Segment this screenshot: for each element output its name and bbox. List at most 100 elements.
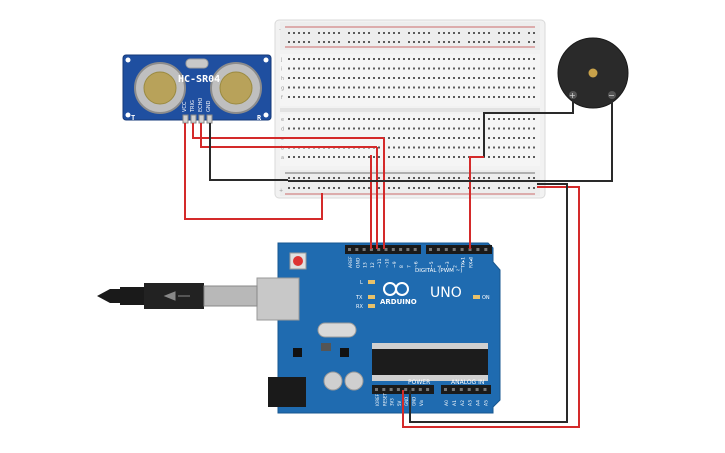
header-pin[interactable] — [468, 248, 472, 251]
terminal-hole[interactable] — [468, 58, 470, 60]
terminal-hole[interactable] — [428, 118, 430, 120]
terminal-hole[interactable] — [343, 118, 345, 120]
terminal-hole[interactable] — [343, 127, 345, 130]
terminal-hole[interactable] — [418, 156, 420, 158]
terminal-hole[interactable] — [353, 67, 355, 70]
terminal-hole[interactable] — [338, 86, 340, 89]
rail-hole[interactable] — [453, 187, 455, 189]
terminal-hole[interactable] — [483, 77, 485, 79]
rail-hole[interactable] — [393, 177, 395, 179]
terminal-hole[interactable] — [493, 67, 495, 70]
terminal-hole[interactable] — [488, 77, 490, 79]
rail-hole[interactable] — [443, 32, 445, 34]
terminal-hole[interactable] — [493, 58, 495, 60]
terminal-hole[interactable] — [358, 118, 360, 120]
terminal-hole[interactable] — [438, 146, 440, 149]
rail-hole[interactable] — [383, 41, 385, 43]
terminal-hole[interactable] — [528, 67, 530, 70]
terminal-hole[interactable] — [533, 137, 535, 139]
terminal-hole[interactable] — [408, 86, 410, 89]
terminal-hole[interactable] — [313, 127, 315, 130]
rail-hole[interactable] — [498, 187, 500, 189]
header-pin[interactable] — [399, 248, 403, 251]
terminal-hole[interactable] — [463, 58, 465, 60]
rail-hole[interactable] — [503, 41, 505, 43]
terminal-hole[interactable] — [528, 137, 530, 139]
terminal-hole[interactable] — [338, 156, 340, 158]
terminal-hole[interactable] — [493, 146, 495, 149]
wire-5v[interactable] — [402, 186, 580, 428]
rail-hole[interactable] — [318, 187, 320, 189]
terminal-hole[interactable] — [308, 156, 310, 158]
rail-hole[interactable] — [388, 187, 390, 189]
terminal-hole[interactable] — [423, 156, 425, 158]
terminal-hole[interactable] — [453, 58, 455, 60]
terminal-hole[interactable] — [398, 137, 400, 139]
terminal-hole[interactable] — [373, 86, 375, 89]
rail-hole[interactable] — [418, 41, 420, 43]
terminal-hole[interactable] — [458, 137, 460, 139]
terminal-hole[interactable] — [328, 77, 330, 79]
header-pin[interactable] — [411, 388, 415, 391]
terminal-hole[interactable] — [533, 58, 535, 60]
terminal-hole[interactable] — [343, 86, 345, 89]
header-pin[interactable] — [452, 248, 456, 251]
rail-hole[interactable] — [458, 187, 460, 189]
terminal-hole[interactable] — [428, 156, 430, 158]
terminal-hole[interactable] — [468, 96, 470, 98]
rail-hole[interactable] — [423, 187, 425, 189]
rail-hole[interactable] — [333, 177, 335, 179]
terminal-hole[interactable] — [453, 127, 455, 130]
terminal-hole[interactable] — [513, 127, 515, 130]
terminal-hole[interactable] — [408, 96, 410, 98]
rail-hole[interactable] — [508, 187, 510, 189]
terminal-hole[interactable] — [493, 77, 495, 79]
terminal-hole[interactable] — [298, 156, 300, 158]
rail-hole[interactable] — [473, 177, 475, 179]
rail-hole[interactable] — [438, 187, 440, 189]
terminal-hole[interactable] — [303, 96, 305, 98]
terminal-hole[interactable] — [293, 118, 295, 120]
terminal-hole[interactable] — [298, 67, 300, 70]
terminal-hole[interactable] — [478, 86, 480, 89]
terminal-hole[interactable] — [518, 127, 520, 130]
terminal-hole[interactable] — [383, 67, 385, 70]
rail-hole[interactable] — [303, 41, 305, 43]
terminal-hole[interactable] — [313, 58, 315, 60]
rail-hole[interactable] — [393, 187, 395, 189]
terminal-hole[interactable] — [378, 127, 380, 130]
terminal-hole[interactable] — [533, 86, 535, 89]
header-pin[interactable] — [459, 388, 463, 391]
terminal-hole[interactable] — [488, 67, 490, 70]
terminal-hole[interactable] — [518, 86, 520, 89]
header-pin[interactable] — [413, 248, 417, 251]
terminal-hole[interactable] — [473, 137, 475, 139]
terminal-hole[interactable] — [433, 118, 435, 120]
terminal-hole[interactable] — [293, 127, 295, 130]
terminal-hole[interactable] — [353, 58, 355, 60]
terminal-hole[interactable] — [493, 156, 495, 158]
terminal-hole[interactable] — [353, 96, 355, 98]
terminal-hole[interactable] — [378, 58, 380, 60]
rail-hole[interactable] — [378, 41, 380, 43]
terminal-hole[interactable] — [368, 67, 370, 70]
terminal-hole[interactable] — [413, 77, 415, 79]
rail-hole[interactable] — [338, 177, 340, 179]
terminal-hole[interactable] — [298, 86, 300, 89]
terminal-hole[interactable] — [398, 86, 400, 89]
rail-hole[interactable] — [418, 32, 420, 34]
terminal-hole[interactable] — [378, 67, 380, 70]
terminal-hole[interactable] — [368, 96, 370, 98]
rail-hole[interactable] — [533, 177, 535, 179]
terminal-hole[interactable] — [423, 118, 425, 120]
dc-power-jack[interactable] — [268, 377, 306, 407]
terminal-hole[interactable] — [448, 146, 450, 149]
terminal-hole[interactable] — [523, 146, 525, 149]
terminal-hole[interactable] — [458, 146, 460, 149]
terminal-hole[interactable] — [523, 96, 525, 98]
rail-hole[interactable] — [458, 32, 460, 34]
terminal-hole[interactable] — [488, 156, 490, 158]
rail-hole[interactable] — [528, 177, 530, 179]
terminal-hole[interactable] — [433, 146, 435, 149]
terminal-hole[interactable] — [373, 58, 375, 60]
